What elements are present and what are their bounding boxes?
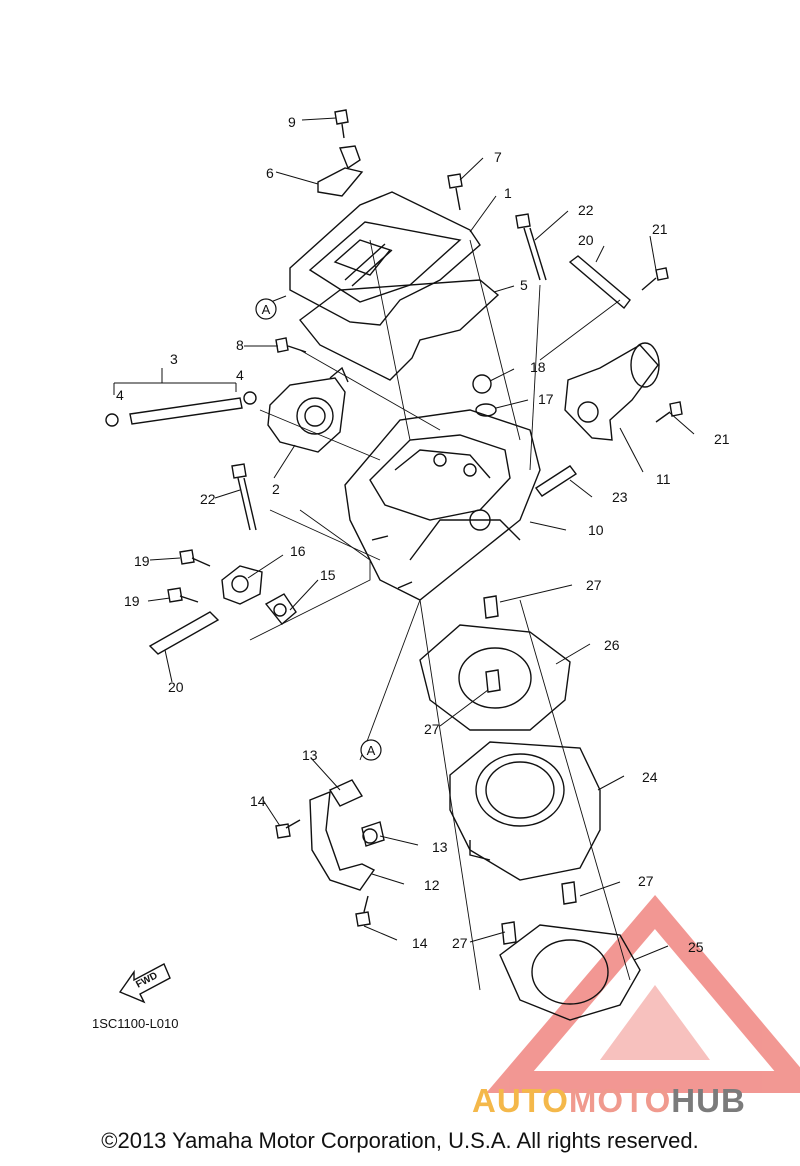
part-number-label: 3 (170, 351, 178, 367)
small-bolts (167, 549, 371, 927)
breather-cover (317, 145, 364, 197)
part-number-label: 17 (538, 391, 554, 407)
cylinder-head (344, 409, 541, 601)
part-number-label: 27 (638, 873, 654, 889)
watermark-logo (486, 894, 800, 1093)
part-number-label: 5 (520, 277, 528, 293)
reference-marker-label: A (262, 302, 271, 317)
part-number-label: 27 (424, 721, 440, 737)
part-number-label: 6 (266, 165, 274, 181)
part-number-label: 9 (288, 114, 296, 130)
part-number-label: 20 (168, 679, 184, 695)
part-number-label: 16 (290, 543, 306, 559)
fwd-arrow-icon (118, 963, 171, 1004)
part-number-label: 18 (530, 359, 546, 375)
part-number-label: 10 (588, 522, 604, 538)
temperature-sensor (264, 593, 297, 626)
head-cover-gasket (299, 279, 500, 381)
part-number-label: 14 (412, 935, 428, 951)
head-gasket (419, 624, 571, 731)
part-number-label: 21 (652, 221, 668, 237)
part-number-label: 21 (714, 431, 730, 447)
part-number-label: 13 (302, 747, 318, 763)
washer (475, 403, 497, 417)
bolts (275, 109, 683, 423)
part-number-label: 19 (124, 593, 140, 609)
part-number-label: 20 (578, 232, 594, 248)
thermostat-housing (267, 366, 349, 453)
part-number-label: 25 (688, 939, 704, 955)
nut (472, 374, 492, 394)
part-number-label: 26 (604, 637, 620, 653)
diagram-code: 1SC1100-L010 (92, 1016, 179, 1031)
part-number-label: 12 (424, 877, 440, 893)
exhaust-pipe (309, 779, 385, 891)
base-gasket (499, 924, 641, 1021)
cylinder (449, 741, 601, 881)
part-number-label: 7 (494, 149, 502, 165)
intake-joint (564, 342, 660, 441)
part-number-label: 27 (452, 935, 468, 951)
watermark-part1: AUTO (472, 1082, 569, 1119)
part-number-label: 15 (320, 567, 336, 583)
dowel-pins (483, 595, 577, 945)
reference-marker-a-top (255, 298, 277, 320)
part-number-label: 14 (250, 793, 266, 809)
fwd-label: FWD (134, 970, 159, 990)
plate-bottom (148, 611, 220, 655)
part-number-label: 23 (612, 489, 628, 505)
water-pipe (105, 391, 257, 427)
long-bolts (231, 213, 547, 531)
cylinder-head-cover (289, 191, 481, 326)
reference-marker-label: A (367, 743, 376, 758)
part-number-label: 4 (116, 387, 124, 403)
watermark-part3: HUB (671, 1082, 746, 1119)
part-number-label: 11 (656, 471, 671, 487)
copyright-text: ©2013 Yamaha Motor Corporation, U.S.A. A… (101, 1128, 699, 1153)
part-number-label: 13 (432, 839, 448, 855)
spark-plug (534, 465, 578, 497)
reference-marker-a-bottom (360, 739, 382, 761)
watermark-text: AUTOMOTOHUB (472, 1082, 746, 1120)
part-number-label: 19 (134, 553, 150, 569)
part-number-label: 8 (236, 337, 244, 353)
part-number-label: 22 (578, 202, 594, 218)
part-number-label: 4 (236, 367, 244, 383)
part-number-label: 2 (272, 481, 280, 497)
part-number-label: 22 (200, 491, 216, 507)
part-number-label: 27 (586, 577, 602, 593)
plate-top (568, 255, 631, 310)
assembly-lines (249, 239, 631, 991)
sensor-housing (221, 565, 263, 605)
part-number-label: 24 (642, 769, 658, 785)
leader-lines (113, 117, 695, 961)
watermark-part2: MOTO (568, 1082, 672, 1119)
part-number-label: 1 (504, 185, 512, 201)
